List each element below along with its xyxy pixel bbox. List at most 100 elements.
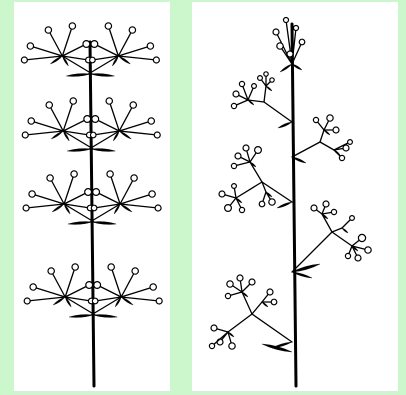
flower-bud [333,127,339,133]
left-inflorescence-drawing [14,2,170,391]
flower-bud [271,299,277,305]
flower-bud [153,57,159,63]
flower-bud [252,84,257,89]
flower-bud [311,205,317,211]
flower-bud [239,81,244,86]
flower-bud [107,171,113,177]
flower-bud [29,191,35,197]
bract-leaf [92,222,116,225]
flower-bud [267,289,273,295]
cyme-peduncle [264,102,292,122]
flower-bud [155,205,161,211]
flower-bud [86,282,93,289]
bract-leaf [278,122,292,128]
left-panel [14,2,170,391]
flower-bud [48,268,54,274]
bract-leaf [91,149,115,152]
flower-bud [106,98,112,104]
flower-bud [131,175,137,181]
cyme-branch [332,228,342,232]
cyme-peduncle [292,142,320,157]
flower-bud [149,191,155,197]
right-panel [192,2,398,391]
flower-bud [219,191,225,197]
flower-bud [30,284,36,290]
flower-bud [46,102,52,108]
bract-leaf [90,74,114,77]
flower-bud [231,163,236,168]
flower-bud [70,98,76,104]
flower-bud [71,171,77,177]
flower-bud [287,51,293,57]
flower-bud [331,209,336,214]
cyme-branch [322,214,332,232]
flower-bud [365,247,371,253]
cyme-branch [264,86,266,102]
cyme-branch [236,182,262,198]
bract-leaf [69,315,93,318]
flower-bud [217,339,223,345]
cyme-peduncle [252,314,292,342]
flower-bud [21,57,27,63]
bract-leaf [262,344,292,352]
cyme-branch [320,130,324,142]
flower-bud [269,199,275,205]
flower-bud [277,43,283,49]
flower-bud [232,184,237,189]
flower-bud [91,205,97,211]
flower-bud [235,153,241,159]
flower-bud [129,27,135,33]
main-stem [292,24,296,386]
flower-bud [148,118,154,124]
flower-bud [150,284,156,290]
flower-bud [239,207,244,212]
right-inflorescence-drawing [192,2,398,391]
flower-bud [255,147,262,154]
flower-bud [92,298,98,304]
flower-bud [85,189,92,196]
flower-bud [23,205,29,211]
flower-bud [249,279,255,285]
flower-bud [227,281,233,287]
flower-bud [91,41,98,48]
bract-leaf [277,202,292,208]
flower-bud [345,253,350,258]
flower-bud [22,132,28,138]
cyme-branch [250,162,262,182]
flower-bud [105,23,111,29]
cyme-branch [320,142,334,150]
bract-leaf [67,149,91,152]
cyme-branch [252,302,262,314]
flower-bud [94,282,101,289]
flower-bud [299,39,305,45]
flower-bud [211,325,217,331]
flower-bud [47,175,53,181]
flower-bud [355,255,361,261]
flower-bud [93,189,100,196]
flower-bud [72,264,78,270]
bract-leaf [66,74,90,77]
flower-bud [229,343,235,349]
flower-bud [264,72,268,76]
flower-bud [132,268,138,274]
cyme-branch [228,314,252,332]
flower-bud [90,132,96,138]
cyme-branch [332,232,352,246]
flower-bud [108,264,114,270]
flower-bud [343,145,349,151]
bract-leaf [93,315,117,318]
flower-bud [350,216,355,221]
flower-bud [90,57,96,63]
flower-bud [294,26,299,31]
flower-bud [323,201,329,207]
flower-bud [313,117,318,122]
flower-bud [243,145,249,151]
flower-bud [69,23,75,29]
main-stem [90,42,94,386]
flower-bud [233,91,239,97]
bract-leaf [262,302,268,307]
flower-bud [225,293,230,298]
flower-bud [339,155,344,160]
bract-leaf [280,64,292,72]
